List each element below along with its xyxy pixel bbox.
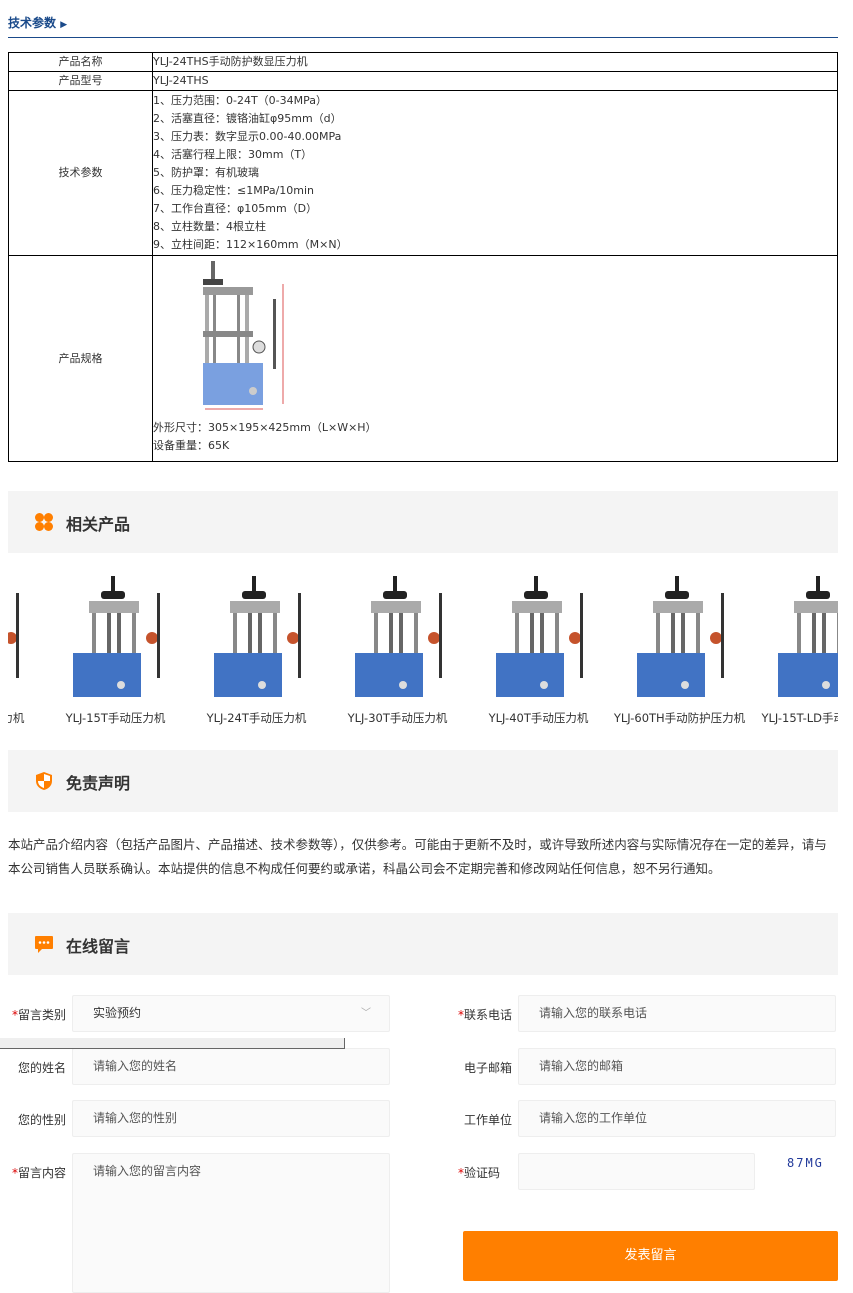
content-label: *留言内容 xyxy=(11,1166,66,1180)
param-line: 3、压力表：数字显示0.00-40.00MPa xyxy=(153,130,342,143)
related-product-label[interactable]: YLJ-15T手动压力机 xyxy=(65,711,166,725)
product-thumbnail xyxy=(8,573,31,700)
captcha-input[interactable] xyxy=(518,1153,755,1190)
disclaimer-text: 本站产品介绍内容（包括产品图片、产品描述、技术参数等），仅供参考。可能由于更新不… xyxy=(8,837,827,876)
related-header: 相关产品 xyxy=(8,491,838,553)
param-line: 6、压力稳定性：≤1MPa/10min xyxy=(153,184,315,197)
gender-label: 您的性别 xyxy=(17,1113,66,1127)
shield-icon xyxy=(36,772,52,790)
product-thumbnail xyxy=(482,573,595,700)
phone-input[interactable]: 请输入您的联系电话 xyxy=(518,995,836,1032)
related-product-label[interactable]: YLJ-60TH手动防护压力机 xyxy=(613,711,746,725)
email-input[interactable]: 请输入您的邮箱 xyxy=(518,1048,836,1085)
param-line: 9、立柱间距：112×160mm（M×N） xyxy=(153,238,348,251)
related-product[interactable]: YLJ-60TH手动防护压力机 xyxy=(609,573,750,733)
param-line: 1、压力范围：0-24T（0-34MPa） xyxy=(153,94,328,107)
content-textarea[interactable]: 请输入您的留言内容 xyxy=(72,1153,390,1293)
captcha-image[interactable]: 87MG xyxy=(787,1156,824,1170)
param-line: 2、活塞直径：镀铬油缸φ95mm（d） xyxy=(153,112,342,125)
submit-button[interactable]: 发表留言 xyxy=(463,1231,838,1281)
related-product[interactable]: YLJ-30T手动压力机 xyxy=(327,573,468,733)
product-thumbnail xyxy=(764,573,838,700)
clover-icon xyxy=(35,513,53,531)
product-thumbnail xyxy=(341,573,454,700)
related-product-label[interactable]: YLJ-40T手动压力机 xyxy=(488,711,589,725)
category-select[interactable]: 实验预约﹀ xyxy=(72,995,390,1032)
product-image xyxy=(203,261,284,410)
company-label: 工作单位 xyxy=(463,1113,512,1127)
message-header: 在线留言 xyxy=(8,913,838,975)
disclaimer-header: 免责声明 xyxy=(8,750,838,812)
param-line: 4、活塞行程上限：30mm（T） xyxy=(153,148,313,161)
param-line: 7、工作台直径：φ105mm（D） xyxy=(153,202,318,215)
param-line: 8、立柱数量：4根立柱 xyxy=(153,220,266,233)
product-thumbnail xyxy=(623,573,736,700)
related-carousel[interactable]: YLJ-12T手动压力机 YLJ-15T手动压力机 YLJ-24T手动压力机 YLJ-… xyxy=(8,573,838,733)
product-thumbnail xyxy=(59,573,172,700)
category-label: *留言类别 xyxy=(11,1008,66,1022)
related-product[interactable]: YLJ-40T手动压力机 xyxy=(468,573,609,733)
gender-input[interactable]: 请输入您的性别 xyxy=(72,1100,390,1137)
captcha-label: *验证码 xyxy=(457,1166,500,1180)
phone-label: *联系电话 xyxy=(457,1008,512,1022)
overlay-popup xyxy=(0,1038,345,1049)
email-label: 电子邮箱 xyxy=(463,1061,512,1075)
name-label: 您的姓名 xyxy=(17,1061,66,1075)
table-row: 产品规格 外形尺寸：305×195×425mm（L×W×H） 设备重量：65K xyxy=(8,255,838,462)
divider xyxy=(8,37,838,38)
related-product-label[interactable]: YLJ-24T手动压力机 xyxy=(206,711,307,725)
section-title: 技术参数 ▶ xyxy=(8,16,68,30)
chevron-down-icon: ﹀ xyxy=(361,1008,371,1019)
related-product[interactable]: YLJ-12T手动压力机 xyxy=(8,573,45,733)
related-product-label[interactable]: YLJ-12T手动压力机 xyxy=(8,711,25,725)
chat-bubble-icon xyxy=(35,936,53,953)
related-product[interactable]: YLJ-24T手动压力机 xyxy=(186,573,327,733)
product-thumbnail xyxy=(200,573,313,700)
related-product-label[interactable]: YLJ-30T手动压力机 xyxy=(347,711,448,725)
triangle-right-icon: ▶ xyxy=(60,20,68,30)
related-product[interactable]: YLJ-15T-LD手动压力机 xyxy=(750,573,838,733)
related-product[interactable]: YLJ-15T手动压力机 xyxy=(45,573,186,733)
name-input[interactable]: 请输入您的姓名 xyxy=(72,1048,390,1085)
param-line: 5、防护罩：有机玻璃 xyxy=(153,166,259,179)
company-input[interactable]: 请输入您的工作单位 xyxy=(518,1100,836,1137)
related-product-label[interactable]: YLJ-15T-LD手动压力机 xyxy=(761,711,838,725)
